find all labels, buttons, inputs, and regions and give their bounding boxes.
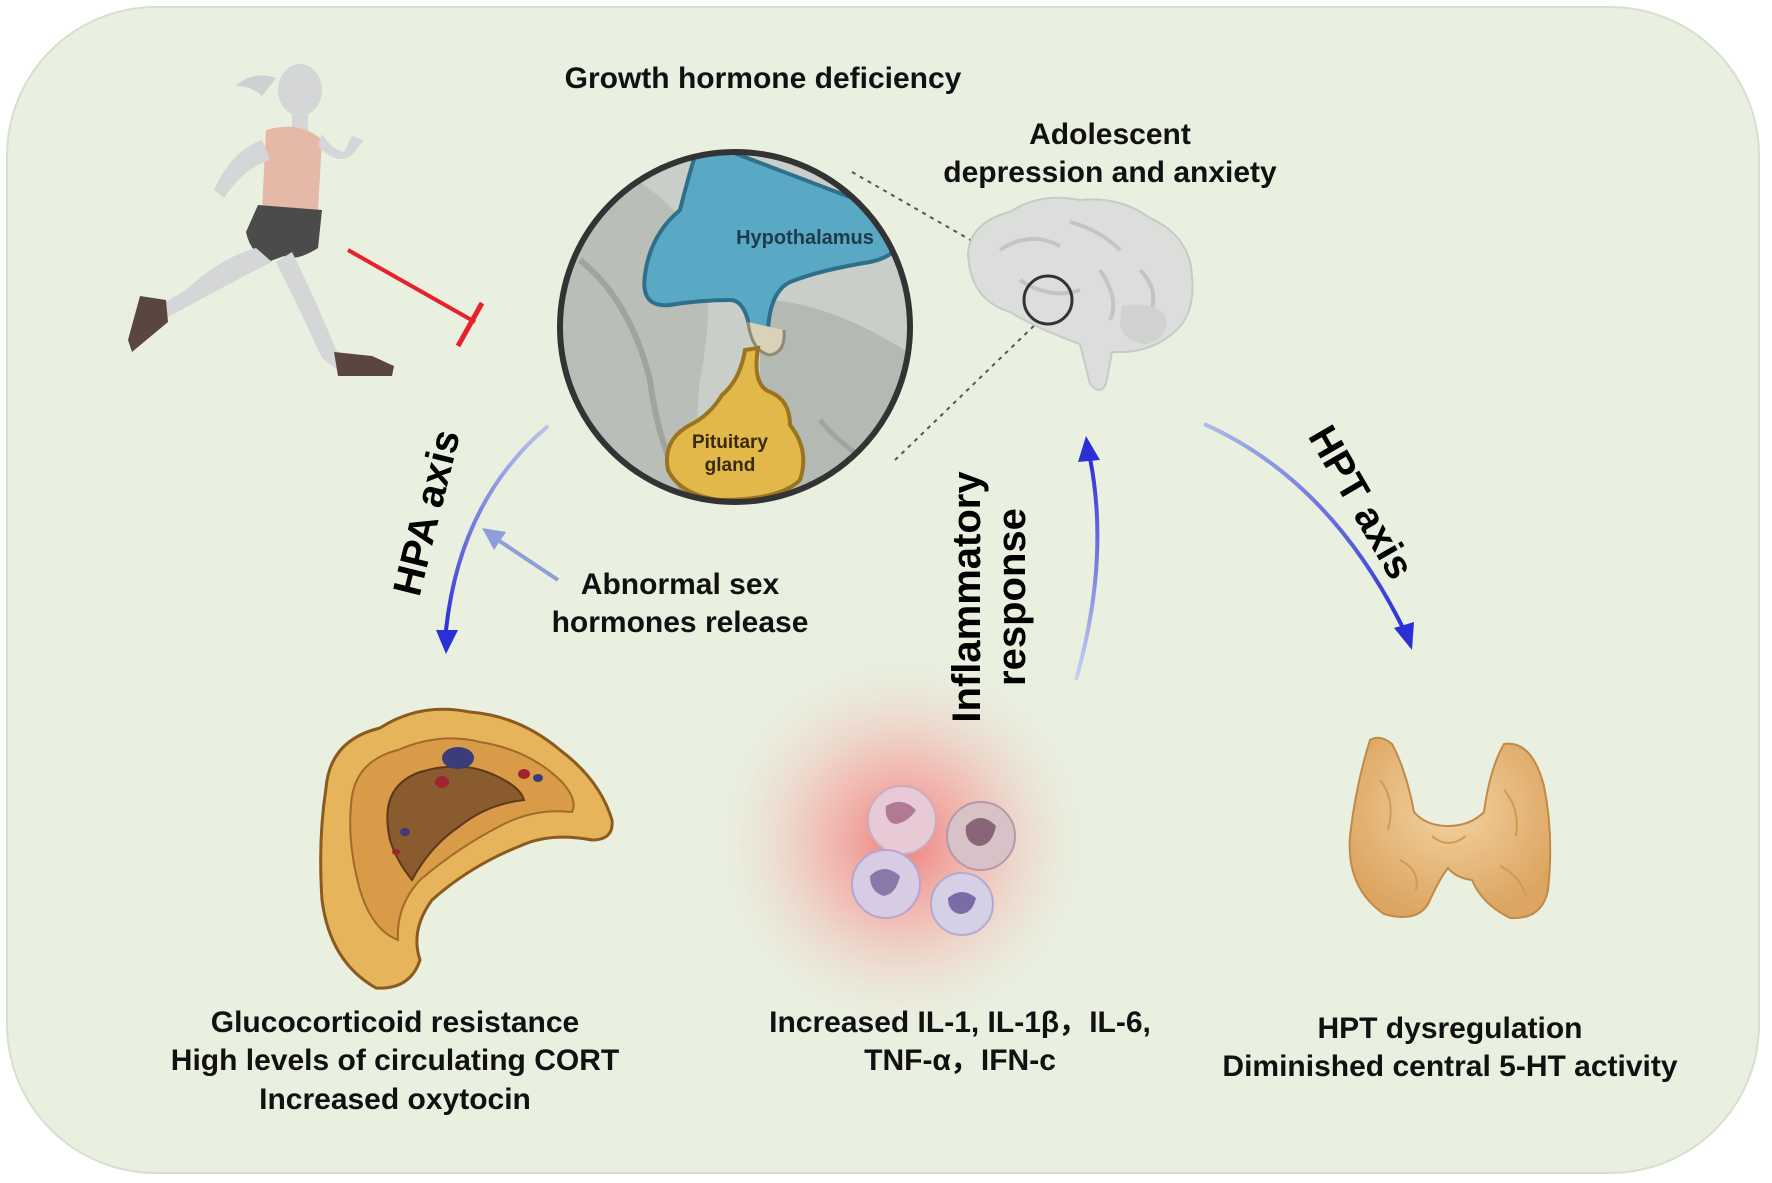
hpt-axis-arrow: [1203, 422, 1414, 650]
sex-hormones-arrow: [482, 528, 560, 582]
inhibition-line: [347, 248, 485, 348]
inflammatory-arrow: [1074, 436, 1100, 681]
cytokines-label: Increased IL-1, IL-1β，IL-6, TNF-α，IFN-c: [769, 1006, 1151, 1078]
thyroid-gland-icon: [1348, 736, 1552, 920]
growth-hormone-label: Growth hormone deficiency: [564, 62, 962, 95]
hpa-axis-arrow: [436, 424, 550, 654]
thyroid-effects-label: HPT dysregulation Diminished central 5-H…: [1222, 1012, 1678, 1084]
brain-icon: [966, 196, 1194, 391]
inflammatory-response-label: Inflammatory response: [945, 471, 1034, 723]
adrenal-effects-label: Glucocorticoid resistance High levels of…: [170, 1006, 620, 1116]
abnormal-sex-hormones-label: Abnormal sex hormones release: [551, 568, 809, 640]
adolescent-depression-label: Adolescent depression and anxiety: [943, 118, 1277, 190]
pituitary-gland-label: Pituitary gland: [691, 432, 769, 476]
adrenal-gland-icon: [319, 707, 614, 990]
hypothalamus-label: Hypothalamus: [736, 227, 874, 249]
immune-cells-icon: [702, 642, 1102, 1042]
runner-icon: [128, 64, 394, 376]
